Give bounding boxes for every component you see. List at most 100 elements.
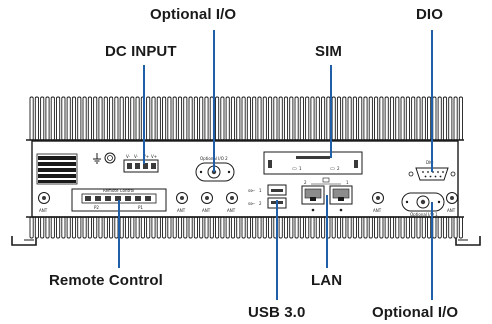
ant-label-3: ANT <box>227 208 236 213</box>
heatsink-top-fin <box>71 96 77 141</box>
heatsink-bottom-fin <box>294 216 299 239</box>
svg-text:V+: V+ <box>143 154 149 159</box>
heatsink-top-fin <box>437 96 442 141</box>
ant-label-2: ANT <box>202 208 211 213</box>
heatsink-bottom-fin <box>109 216 114 239</box>
heatsink-top-fin <box>109 96 114 141</box>
heatsink-bottom-fin <box>66 216 71 239</box>
sim-slot[interactable]: ▭ 1 ▭ 2 <box>263 151 363 175</box>
heatsink-top-fin <box>321 96 326 141</box>
optional-io-port-bottom[interactable]: Optional I/O 1 <box>401 192 445 217</box>
dc-input-connector[interactable]: V- V- V+ V+ <box>123 154 159 173</box>
heatsink-bottom-fin <box>40 216 45 239</box>
sim-slot-1-number: 1 <box>299 166 302 171</box>
usb-port-1[interactable]: ss← 1 <box>248 184 287 196</box>
heatsink-top-fin <box>299 96 304 141</box>
lan-port-1[interactable]: 1 <box>329 180 353 212</box>
heatsink-bottom-fin <box>103 216 108 239</box>
heatsink-top-fin <box>273 96 278 141</box>
antenna-connector-3[interactable]: ANT <box>226 192 238 214</box>
usb-2-number: 2 <box>259 201 262 206</box>
ant-label-far-right: ANT <box>447 208 456 213</box>
heatsink-top-fin <box>188 96 193 141</box>
lan-port-2[interactable]: 2 <box>301 180 325 212</box>
heatsink-bottom-fin <box>299 216 304 239</box>
heatsink-top-fin <box>209 96 214 141</box>
heatsink-top-fin <box>342 96 347 141</box>
ant-label-right: ANT <box>373 208 382 213</box>
heatsink-top-fin <box>29 96 34 141</box>
remote-control-port-label: Remote Control <box>103 188 134 193</box>
heatsink-bottom-fin <box>411 216 416 239</box>
svg-text:V-: V- <box>134 154 139 159</box>
heatsink-top-fin <box>93 96 98 141</box>
lan-1-number: 1 <box>346 180 349 185</box>
heatsink-top-fin <box>278 96 283 141</box>
heatsink-top-fin <box>400 96 405 141</box>
heatsink-bottom-fin <box>193 216 198 239</box>
heatsink-bottom-fin <box>432 216 437 239</box>
heatsink-bottom-fin <box>358 216 363 239</box>
heatsink-top-fin <box>336 96 342 141</box>
callout-lines <box>118 30 433 300</box>
heatsink-bottom-fin <box>167 216 172 239</box>
heatsink-top-fin <box>421 96 426 141</box>
heatsink-top-fin <box>395 96 400 141</box>
heatsink-bottom-fin <box>220 216 225 239</box>
heatsink-bottom-fin <box>183 216 188 239</box>
heatsink-bottom-fin <box>442 216 448 239</box>
heatsink-top-fin <box>268 96 273 141</box>
heatsink-bottom-fin <box>289 216 294 239</box>
heatsink-top-fin <box>124 96 130 141</box>
heatsink-bottom-fin <box>331 216 336 239</box>
sim-slot-1-label: ▭ <box>292 166 297 172</box>
heatsink-bottom-fin <box>124 216 130 239</box>
usb-1-label: ss← <box>248 188 256 193</box>
heatsink-bottom-fin <box>156 216 161 239</box>
heatsink-top-fin <box>103 96 108 141</box>
heatsink-bottom-fin <box>172 216 177 239</box>
heatsink-top-fin <box>66 96 71 141</box>
heatsink-top-fin <box>363 96 368 141</box>
heatsink-top-fin <box>252 96 257 141</box>
heatsink-bottom-fin <box>119 216 124 239</box>
heatsink-top-fin <box>98 96 103 141</box>
heatsink-bottom-fin <box>146 216 151 239</box>
heatsink-bottom-fin <box>71 216 77 239</box>
antenna-connector-right[interactable]: ANT <box>372 192 384 214</box>
heatsink-bottom-fin <box>82 216 87 239</box>
heatsink-bottom-fin <box>405 216 410 239</box>
heatsink-bottom-fin <box>56 216 61 239</box>
heatsink-bottom-fin <box>45 216 50 239</box>
heatsink-top-fin <box>45 96 50 141</box>
heatsink-top-fin <box>305 96 310 141</box>
antenna-connector-left[interactable]: ANT <box>38 192 50 214</box>
heatsink-top-fin <box>146 96 151 141</box>
heatsink-bottom-fin <box>236 216 241 239</box>
heatsink-bottom-fin <box>199 216 204 239</box>
heatsink-bottom <box>29 216 463 239</box>
heatsink-top-fin <box>56 96 61 141</box>
heatsink-top-fin <box>448 96 453 141</box>
heatsink-bottom-fin <box>347 216 352 239</box>
antenna-connector-far-right[interactable]: ANT <box>446 192 458 214</box>
heatsink-bottom-fin <box>453 216 458 239</box>
heatsink-bottom-fin <box>34 216 39 239</box>
heatsink-top-fin <box>384 96 389 141</box>
optional-io-port-bottom-label: Optional I/O 1 <box>410 212 438 217</box>
heatsink-top-fin <box>283 96 289 141</box>
heatsink-top-fin <box>135 96 140 141</box>
heatsink-top-fin <box>289 96 294 141</box>
heatsink-top-fin <box>156 96 161 141</box>
heatsink-top-fin <box>389 96 395 141</box>
heatsink-bottom-fin <box>151 216 156 239</box>
heatsink-top-fin <box>453 96 458 141</box>
heatsink-bottom-fin <box>321 216 326 239</box>
heatsink-top-fin <box>167 96 172 141</box>
antenna-connector-1[interactable]: ANT <box>176 192 188 214</box>
heatsink-top-fin <box>427 96 432 141</box>
power-button[interactable] <box>104 152 116 164</box>
heatsink-bottom-fin <box>257 216 262 239</box>
antenna-connector-2[interactable]: ANT <box>201 192 213 214</box>
